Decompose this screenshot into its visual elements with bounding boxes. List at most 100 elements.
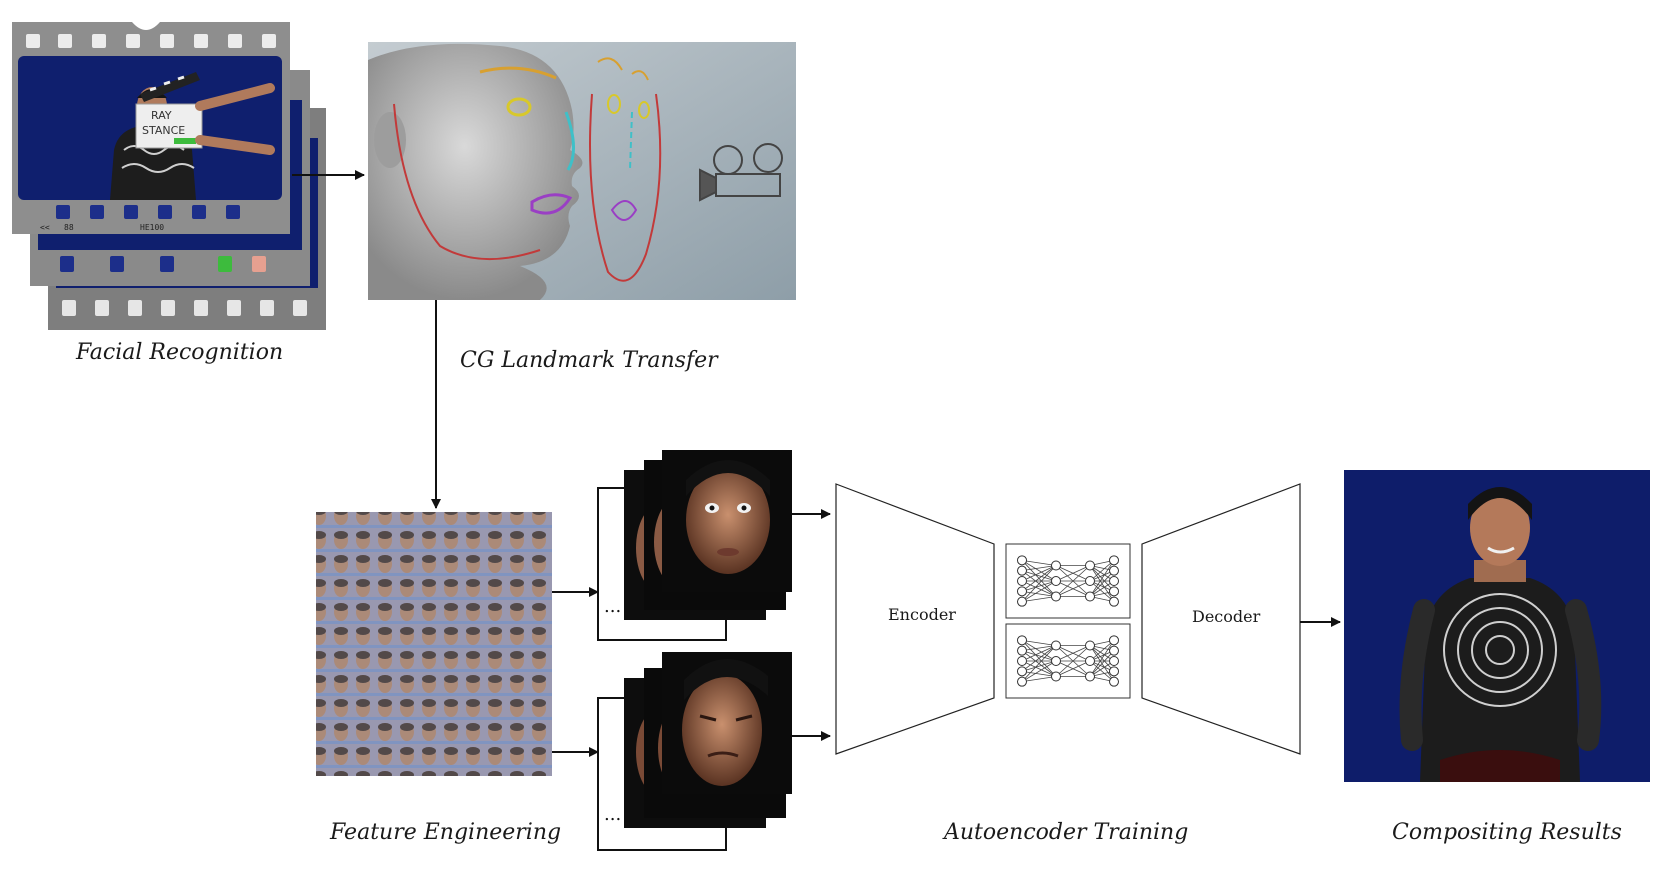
- net-node: [1109, 676, 1119, 687]
- net-node: [1109, 666, 1119, 677]
- clapperboard: RAY STANCE: [135, 72, 275, 155]
- decoder-block: Decoder: [1141, 483, 1301, 755]
- encoder-label: Encoder: [888, 605, 956, 624]
- net-node: [1085, 640, 1095, 651]
- film-mark-left: 88: [64, 223, 74, 232]
- net-edge: [1021, 565, 1057, 582]
- net-edge: [1055, 580, 1091, 597]
- net-edge: [1055, 645, 1091, 662]
- net-edge: [1021, 596, 1057, 603]
- net-edge: [1089, 570, 1115, 597]
- net-node: [1017, 586, 1027, 597]
- face-stack-b: ...: [597, 652, 792, 851]
- net-node: [1017, 576, 1027, 586]
- net-edge: [1021, 645, 1057, 682]
- net-edge: [1021, 660, 1057, 683]
- neural-net-icon-a: [1017, 555, 1119, 607]
- compositing-result-image: [1344, 470, 1650, 782]
- stack-a-ellipsis: ...: [604, 596, 621, 617]
- net-edge: [1021, 650, 1057, 662]
- net-edge: [1089, 640, 1115, 662]
- film-mark-arrows: <<: [40, 223, 50, 232]
- stack-b-ellipsis: ...: [604, 804, 621, 825]
- net-edge: [1089, 640, 1115, 677]
- net-node: [1085, 656, 1095, 666]
- net-edge: [1089, 580, 1115, 602]
- net-node: [1051, 591, 1061, 602]
- net-edge: [1021, 660, 1057, 677]
- latent-networks: [1005, 543, 1131, 699]
- encoder-block: Encoder: [835, 483, 995, 755]
- net-node: [1109, 555, 1119, 566]
- net-node: [1017, 666, 1027, 677]
- net-node: [1085, 576, 1095, 586]
- net-edge: [1021, 565, 1057, 572]
- net-edge: [1021, 580, 1057, 592]
- net-node: [1051, 560, 1061, 571]
- net-node: [1017, 565, 1027, 576]
- net-edge: [1055, 565, 1091, 597]
- net-edge: [1021, 580, 1057, 597]
- net-node: [1109, 596, 1119, 607]
- net-edge: [1021, 559, 1057, 566]
- caption-feature-engineering: Feature Engineering: [330, 820, 562, 845]
- net-edge: [1021, 660, 1057, 672]
- net-node: [1085, 560, 1095, 571]
- net-edge: [1089, 560, 1115, 582]
- net-edge: [1021, 645, 1057, 662]
- neural-net-icon-b: [1017, 635, 1119, 687]
- net-node: [1051, 656, 1061, 666]
- net-edge: [1021, 565, 1057, 592]
- film-strip-stack: RAY STANCE << 88 HE100: [12, 22, 326, 330]
- net-node: [1109, 635, 1119, 646]
- net-node: [1109, 645, 1119, 656]
- net-edge: [1021, 676, 1057, 683]
- net-edge: [1021, 590, 1057, 597]
- net-node: [1085, 591, 1095, 602]
- net-edge: [1021, 645, 1057, 672]
- net-node: [1109, 656, 1119, 666]
- net-node: [1017, 676, 1027, 687]
- film-mark-mid: HE100: [140, 223, 164, 232]
- net-edge: [1021, 565, 1057, 602]
- face-stack-a: ...: [597, 450, 792, 641]
- net-edge: [1055, 660, 1091, 677]
- caption-landmark-transfer: CG Landmark Transfer: [460, 348, 718, 373]
- decoder-label: Decoder: [1192, 607, 1261, 626]
- net-node: [1017, 596, 1027, 607]
- cg-head: [368, 43, 583, 300]
- caption-autoencoder-training: Autoencoder Training: [944, 820, 1189, 845]
- net-edge: [1021, 645, 1057, 652]
- face-mosaic: [316, 512, 552, 776]
- net-node: [1051, 576, 1061, 586]
- film-frame-front: RAY STANCE << 88 HE100: [12, 22, 290, 234]
- net-edge: [1089, 660, 1115, 682]
- net-node: [1051, 671, 1061, 682]
- net-edge: [1089, 650, 1115, 677]
- net-edge: [1021, 670, 1057, 677]
- camera-icon: [699, 143, 783, 202]
- net-edge: [1055, 565, 1091, 582]
- cg-landmark-panel: [368, 42, 796, 300]
- caption-facial-recognition: Facial Recognition: [76, 340, 284, 365]
- net-edge: [1089, 560, 1115, 597]
- net-edge: [1055, 645, 1091, 677]
- net-node: [1051, 640, 1061, 651]
- net-edge: [1021, 580, 1057, 603]
- net-edge: [1021, 639, 1057, 646]
- net-node: [1017, 555, 1027, 566]
- caption-compositing-results: Compositing Results: [1392, 820, 1622, 845]
- net-node: [1017, 656, 1027, 666]
- net-node: [1085, 671, 1095, 682]
- net-edge: [1021, 570, 1057, 582]
- net-edge: [1021, 639, 1057, 662]
- net-node: [1109, 586, 1119, 597]
- net-edge: [1021, 559, 1057, 582]
- net-node: [1017, 635, 1027, 646]
- net-node: [1017, 645, 1027, 656]
- clapper-line-2: STANCE: [142, 124, 185, 137]
- clapper-line-1: RAY: [151, 109, 172, 122]
- net-node: [1109, 576, 1119, 586]
